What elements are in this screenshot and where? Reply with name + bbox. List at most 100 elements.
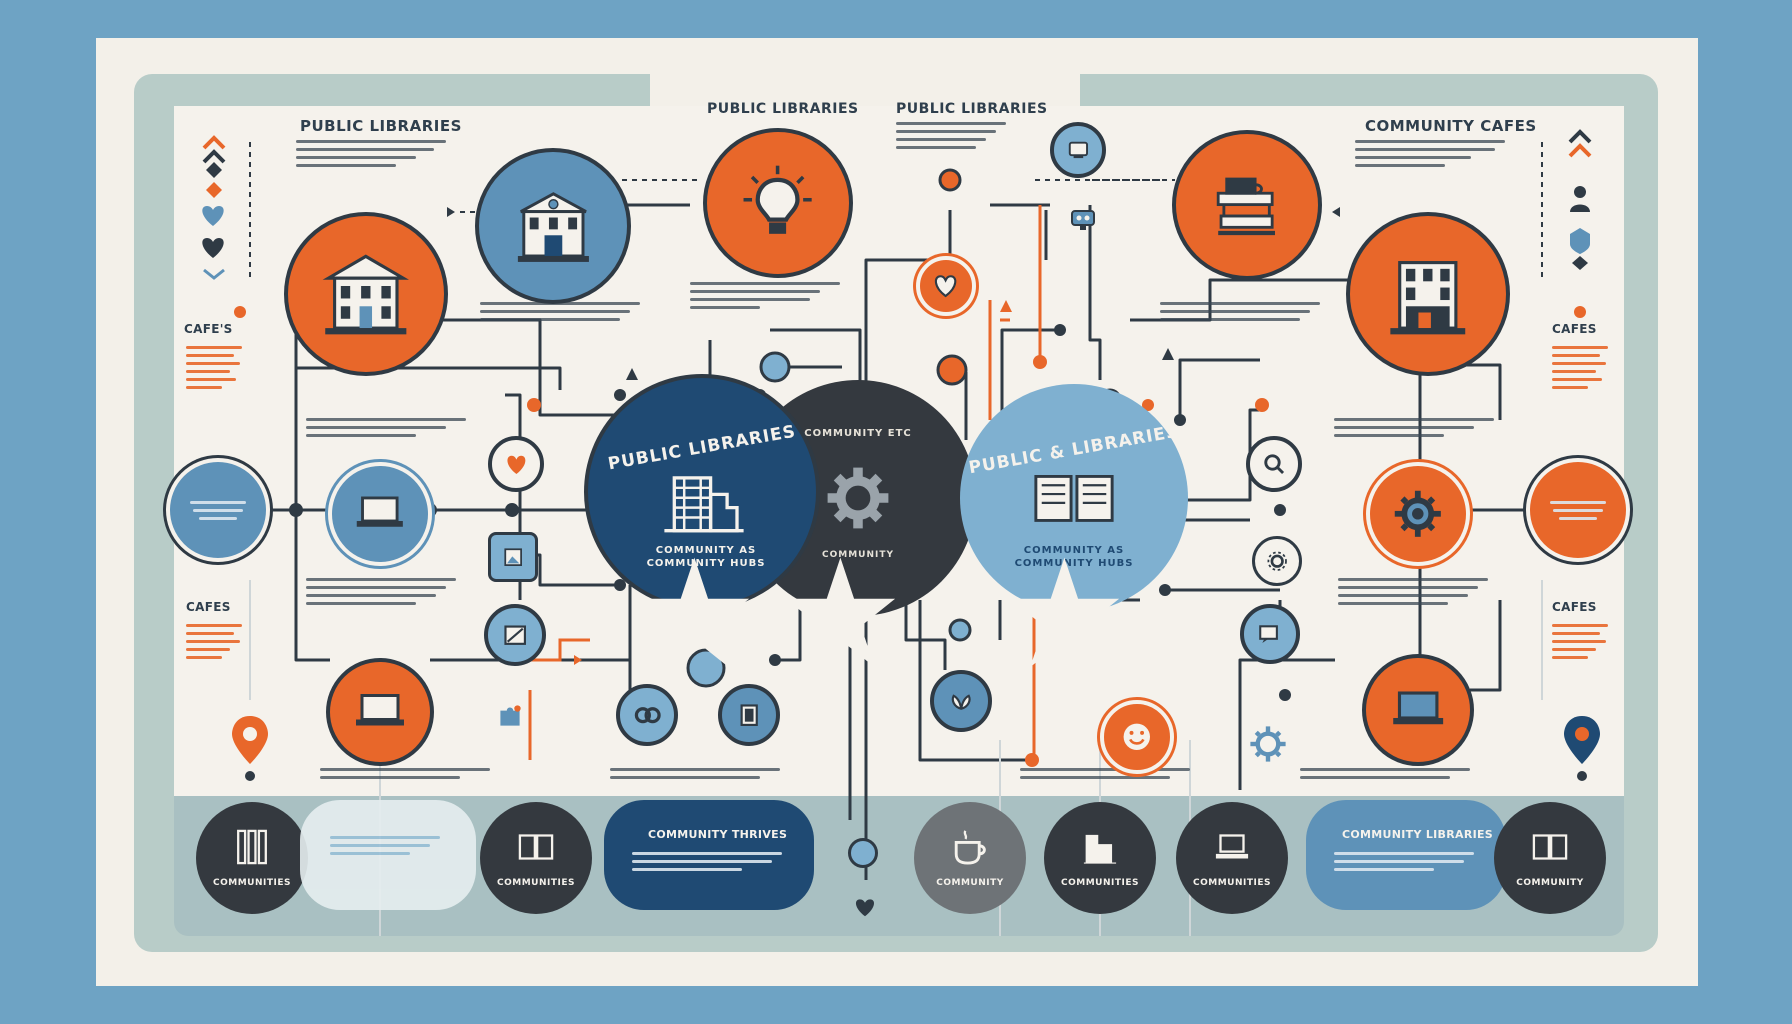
bottom-pill-left-pale (300, 800, 476, 910)
gear-icon (1394, 490, 1442, 538)
location-pin-icon (232, 716, 268, 781)
bottom-circle-1-label: COMMUNITIES (213, 878, 291, 888)
side-caption-left-bottom: CAFES (186, 600, 231, 614)
puzzle-icon (500, 705, 521, 726)
bottom-circle-laptop: COMMUNITIES (1176, 802, 1288, 914)
pendant-node (848, 838, 878, 868)
building-icon (1083, 834, 1117, 864)
library-building-circle (284, 212, 448, 376)
heart-icon (202, 206, 224, 226)
text-block-bottom-right (1300, 768, 1470, 779)
heart-icon (507, 455, 525, 474)
book-open-icon (1034, 475, 1114, 522)
info-node-right (1526, 458, 1630, 562)
bottom-circle-6-label: COMMUNITY (1516, 878, 1584, 888)
text-block-mid-left (690, 282, 840, 309)
star-icon (639, 557, 750, 668)
bottom-circle-book-right: COMMUNITY (1494, 802, 1606, 914)
picture-icon (504, 625, 526, 645)
text-block-right-2 (1160, 302, 1320, 321)
side-caption-right-bottom: CAFES (1552, 600, 1597, 614)
diamond-icon (206, 162, 222, 178)
image-node-left (488, 532, 538, 582)
laptop-node-orange (326, 658, 434, 766)
bottom-pill-thrives-title: COMMUNITY THRIVES (648, 828, 788, 841)
frame-node-left (484, 604, 546, 666)
plant-icon (951, 694, 971, 710)
bottom-circle-4-label: COMMUNITIES (1061, 878, 1139, 888)
laptop-icon (356, 694, 404, 726)
gear-icon (1267, 551, 1287, 571)
cafe-building-circle (1346, 212, 1510, 376)
bottom-pill-right-title: COMMUNITY LIBRARIES (1342, 828, 1494, 841)
shield-icon (1570, 228, 1590, 270)
gear-node-orange (1366, 462, 1470, 566)
top-gap-left (650, 74, 1080, 106)
bottom-circle-city: COMMUNITIES (1044, 802, 1156, 914)
text-block-left-2 (480, 302, 640, 321)
chevron-up-icon (1568, 143, 1592, 158)
gears-icon (634, 706, 661, 724)
robot-node-small (1058, 200, 1108, 240)
lotus-node (930, 670, 992, 732)
heart-icon (935, 275, 957, 298)
text-block-right-4 (1338, 578, 1488, 605)
text-block-top-center (896, 122, 1006, 149)
person-icon (1570, 186, 1590, 212)
coffee-cup-icon (954, 830, 986, 865)
heart-icon (855, 899, 875, 917)
books-icon (237, 829, 267, 865)
search-icon (1263, 453, 1284, 474)
text-block-bottom-left (610, 768, 780, 779)
chevron-up-icon (1568, 129, 1592, 144)
book-open-icon (1532, 834, 1568, 860)
door-icon (740, 704, 758, 726)
gear-icon (1250, 726, 1286, 762)
building-icon (517, 191, 589, 262)
text-block-left-4 (306, 578, 456, 605)
diamond-icon (206, 182, 222, 198)
cafe-books-circle (1172, 130, 1322, 280)
building-icon (322, 254, 410, 335)
text-block-right-3 (1334, 418, 1494, 437)
chevron-up-icon (202, 149, 226, 164)
laptop-node-blue (328, 462, 432, 566)
bottom-circle-3-label: COMMUNITY (936, 878, 1004, 888)
library-blue-circle (475, 148, 631, 304)
info-node-left (166, 458, 270, 562)
heart-node (916, 256, 976, 316)
side-list-right-top (1552, 346, 1608, 389)
computer-icon (1068, 141, 1088, 158)
text-block-bottom-mid-left (320, 768, 490, 779)
side-list-right-bottom (1552, 624, 1608, 659)
side-list-left-top (186, 346, 242, 389)
heading-community-cafes: COMMUNITY CAFES (1365, 117, 1537, 135)
text-block-top-right (1355, 140, 1505, 167)
gear-pair-node (616, 684, 678, 746)
books-icon (1217, 178, 1276, 236)
robot-node (1050, 122, 1106, 178)
heading-public-libraries-center-right: PUBLIC LIBRARIES (896, 101, 1048, 117)
laptop-icon (1215, 834, 1249, 859)
chat-icon (1259, 625, 1279, 644)
heading-public-libraries-center-left: PUBLIC LIBRARIES (707, 101, 859, 117)
building-icon (1390, 261, 1466, 335)
chevron-down-icon (203, 268, 225, 280)
bottom-circle-book: COMMUNITIES (480, 802, 592, 914)
chevron-up-icon (202, 135, 226, 150)
side-caption-left-top: CAFE'S (184, 322, 233, 336)
heart-node-left (488, 436, 544, 492)
bottom-pill-community-thrives: COMMUNITY THRIVES (604, 800, 814, 910)
side-caption-right-top: CAFES (1552, 322, 1597, 336)
building-icon (664, 476, 744, 533)
heading-public-libraries-left: PUBLIC LIBRARIES (300, 117, 462, 135)
image-icon (504, 548, 522, 566)
side-list-left-bottom (186, 624, 242, 659)
door-node (718, 684, 780, 746)
gear-node-right-small (1252, 536, 1302, 586)
text-block-bottom-mid-right (1020, 768, 1190, 779)
location-pin-icon (1564, 716, 1600, 781)
text-block-top-left (296, 140, 446, 167)
hub-middle-title: COMMUNITY ETC (804, 428, 912, 439)
